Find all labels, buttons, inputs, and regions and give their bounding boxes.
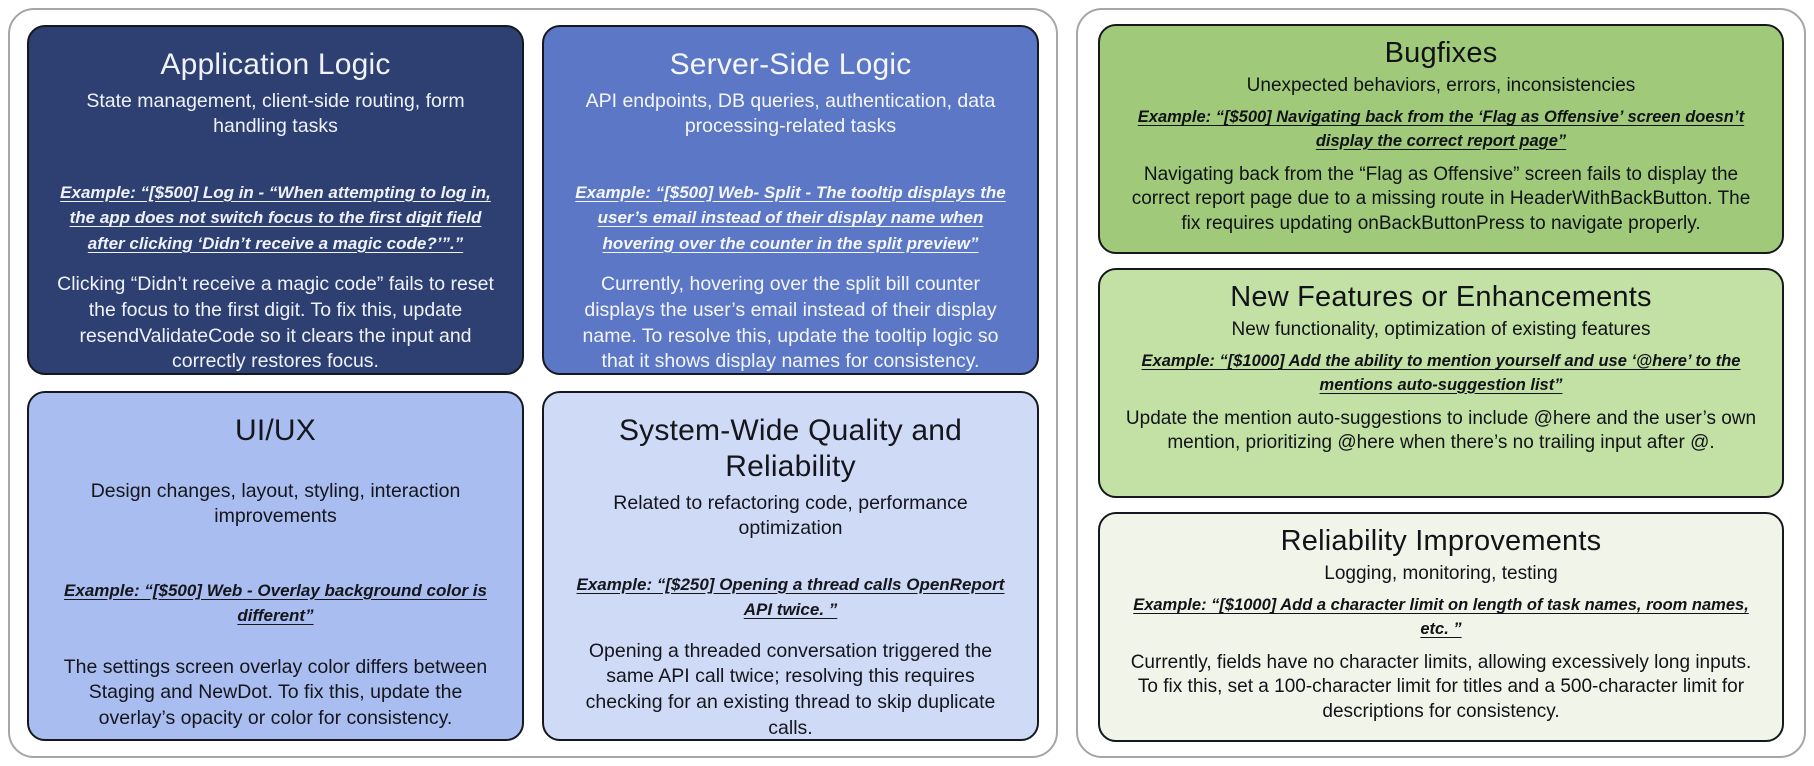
right-panel-issue-categories: Bugfixes Unexpected behaviors, errors, i… bbox=[1076, 8, 1806, 758]
card-title: Application Logic bbox=[160, 48, 391, 81]
card-bugfixes: Bugfixes Unexpected behaviors, errors, i… bbox=[1098, 24, 1784, 254]
card-title: New Features or Enhancements bbox=[1230, 281, 1652, 313]
card-body: Update the mention auto-suggestions to i… bbox=[1125, 407, 1757, 454]
card-application-logic: Application Logic State management, clie… bbox=[27, 25, 524, 375]
card-title: System-Wide Quality and Reliability bbox=[618, 414, 963, 483]
card-example: Example: “[$250] Opening a thread calls … bbox=[576, 574, 1005, 620]
card-body: Currently, fields have no character limi… bbox=[1130, 651, 1752, 723]
card-subtitle: Related to refactoring code, performance… bbox=[613, 492, 968, 540]
card-subtitle: API endpoints, DB queries, authenticatio… bbox=[585, 90, 996, 138]
card-example: Example: “[$1000] Add a character limit … bbox=[1133, 596, 1749, 638]
card-subtitle: Logging, monitoring, testing bbox=[1324, 562, 1558, 584]
card-body: Opening a threaded conversation triggere… bbox=[585, 639, 996, 739]
card-body: Clicking “Didn’t receive a magic code” f… bbox=[57, 273, 494, 373]
card-example: Example: “[$500] Navigating back from th… bbox=[1137, 108, 1745, 150]
card-reliability-improvements: Reliability Improvements Logging, monito… bbox=[1098, 512, 1784, 742]
card-title: Bugfixes bbox=[1384, 37, 1498, 69]
card-subtitle: Design changes, layout, styling, interac… bbox=[90, 480, 461, 528]
card-server-side-logic: Server-Side Logic API endpoints, DB quer… bbox=[542, 25, 1039, 375]
card-body: Currently, hovering over the split bill … bbox=[582, 273, 999, 373]
card-title: UI/UX bbox=[234, 414, 316, 447]
card-example: Example: “[$1000] Add the ability to men… bbox=[1141, 352, 1741, 394]
card-example: Example: “[$500] Web- Split - The toolti… bbox=[575, 182, 1006, 253]
card-title: Reliability Improvements bbox=[1280, 525, 1602, 557]
card-new-features-or-enhancements: New Features or Enhancements New functio… bbox=[1098, 268, 1784, 498]
card-system-wide-quality-reliability: System-Wide Quality and Reliability Rela… bbox=[542, 391, 1039, 741]
card-example: Example: “[$500] Web - Overlay backgroun… bbox=[64, 580, 487, 626]
card-ui-ux: UI/UX Design changes, layout, styling, i… bbox=[27, 391, 524, 741]
card-body: Navigating back from the “Flag as Offens… bbox=[1131, 163, 1751, 235]
card-subtitle: State management, client-side routing, f… bbox=[86, 90, 465, 138]
card-body: The settings screen overlay color differ… bbox=[63, 655, 488, 730]
card-example: Example: “[$500] Log in - “When attempti… bbox=[60, 182, 491, 253]
left-panel-task-categories: Application Logic State management, clie… bbox=[8, 8, 1058, 758]
card-subtitle: New functionality, optimization of exist… bbox=[1231, 318, 1651, 340]
card-title: Server-Side Logic bbox=[669, 48, 912, 81]
card-subtitle: Unexpected behaviors, errors, inconsiste… bbox=[1246, 74, 1636, 96]
